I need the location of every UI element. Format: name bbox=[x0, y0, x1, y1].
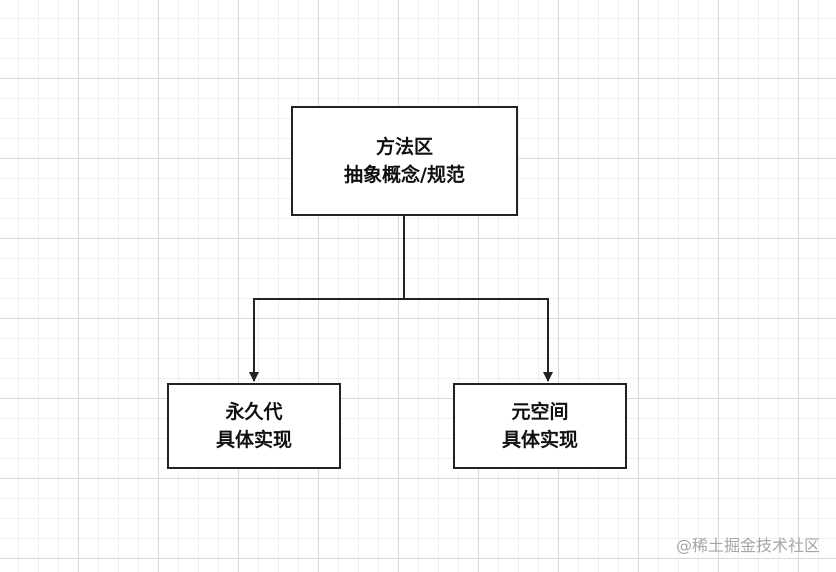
watermark-text: @稀土掘金技术社区 bbox=[675, 536, 820, 555]
method-area-subtitle: 抽象概念/规范 bbox=[344, 164, 465, 186]
metaspace-subtitle: 具体实现 bbox=[501, 429, 578, 451]
permgen-title: 永久代 bbox=[225, 401, 283, 423]
metaspace-title: 元空间 bbox=[511, 401, 569, 423]
metaspace-node: 元空间 具体实现 bbox=[453, 383, 627, 469]
connector-to-permgen bbox=[249, 216, 405, 382]
method-area-node: 方法区 抽象概念/规范 bbox=[291, 106, 518, 216]
method-area-title: 方法区 bbox=[375, 136, 433, 158]
connector-to-metaspace bbox=[404, 298, 553, 382]
permgen-node: 永久代 具体实现 bbox=[167, 383, 341, 469]
permgen-subtitle: 具体实现 bbox=[215, 429, 292, 451]
